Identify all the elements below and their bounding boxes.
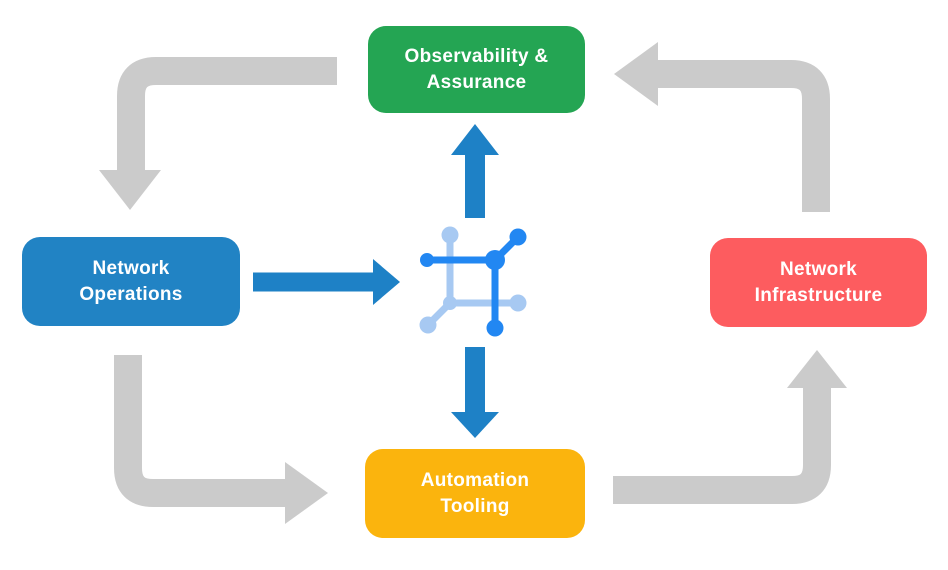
node-automation-tooling: Automation Tooling [365, 449, 585, 538]
arrow-head-down-icon [451, 412, 499, 438]
icon-node [509, 228, 527, 246]
arrow-head-down-icon [99, 170, 161, 210]
arrow-head-up-icon [787, 350, 847, 388]
node-label-line: Tooling [440, 495, 510, 517]
arrow-shaft [114, 355, 285, 507]
arrow-shaft [613, 388, 831, 504]
arrow-head-left-icon [614, 42, 658, 106]
network-mesh-light-layer [419, 226, 527, 334]
arrow-center-to-automation [451, 347, 499, 438]
network-mesh-dark-layer [420, 228, 527, 337]
node-label-line: Observability & [404, 45, 549, 67]
arrow-center-to-observability [451, 124, 499, 218]
node-label-line: Network [779, 258, 858, 280]
icon-node [509, 294, 527, 312]
arrow-automation-to-infrastructure [613, 350, 847, 504]
node-network-infrastructure: Network Infrastructure [710, 238, 927, 327]
node-label-line: Infrastructure [754, 284, 883, 306]
node-observability-assurance: Observability & Assurance [368, 26, 585, 113]
arrow-head-up-icon [451, 124, 499, 155]
arrow-infrastructure-to-observability [614, 42, 830, 212]
icon-node [419, 316, 437, 334]
icon-node [443, 296, 457, 310]
icon-node [485, 250, 505, 270]
icon-node [420, 253, 434, 267]
network-mesh-icon [419, 226, 527, 337]
node-network-operations: Network Operations [22, 237, 240, 326]
node-label-line: Automation [420, 469, 530, 491]
arrow-observability-to-operations [99, 57, 337, 210]
node-label-line: Network [92, 257, 170, 279]
arrow-operations-to-automation [114, 355, 328, 524]
node-label-line: Assurance [426, 71, 527, 93]
icon-node [441, 226, 459, 244]
arrow-head-right-icon [373, 259, 400, 305]
arrow-operations-to-center [253, 259, 400, 305]
arrow-head-right-icon [285, 462, 328, 524]
arrow-shaft [117, 57, 337, 172]
node-label-line: Operations [79, 283, 183, 305]
arrow-shaft [658, 60, 830, 212]
icon-node [486, 319, 504, 337]
